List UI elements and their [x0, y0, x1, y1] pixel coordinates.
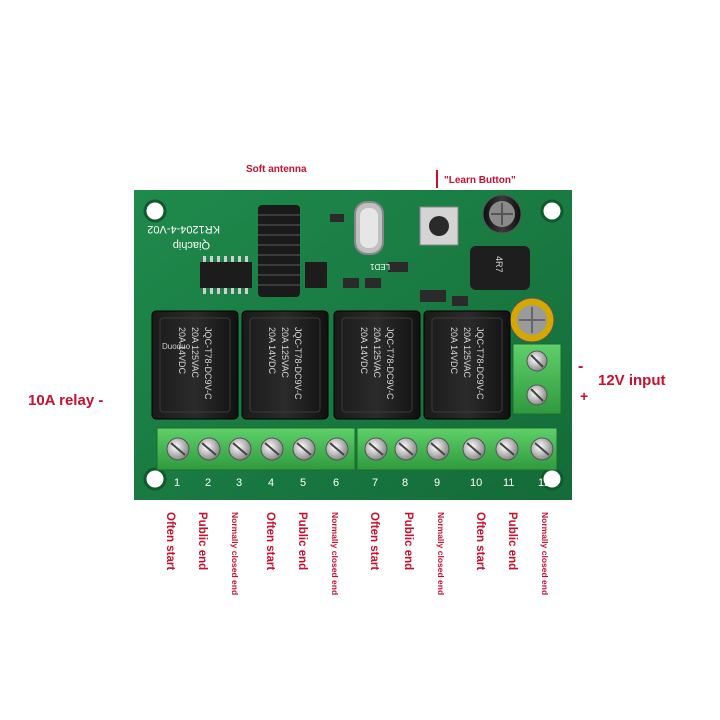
terminal-label-5: Public end: [296, 512, 308, 571]
capacitor-top: [482, 194, 522, 234]
relay-callout: 10A relay -: [28, 392, 104, 409]
learn-button-part: [419, 206, 459, 246]
terminal-screw-10: [462, 437, 486, 461]
terminal-screw-11: [495, 437, 519, 461]
terminal-number-8: 8: [402, 477, 408, 489]
relay-2-text: 20A 125VAC: [280, 327, 290, 378]
terminal-screw-6: [325, 437, 349, 461]
terminal-screw-12: [530, 437, 554, 461]
rf-chip: [305, 262, 327, 288]
terminal-label-8: Public end: [402, 512, 414, 571]
terminal-number-9: 9: [434, 477, 440, 489]
relay-1-text: 20A 125VAC: [190, 327, 200, 378]
led-label: LED1: [369, 262, 390, 271]
terminal-label-4: Often start: [264, 512, 276, 571]
relay-4-text: 20A 125VAC: [462, 327, 472, 378]
terminal-screw-5: [292, 437, 316, 461]
terminal-screw-9: [426, 437, 450, 461]
learn-button-callout: "Learn Button": [444, 175, 516, 186]
learn-button-marker: [436, 170, 438, 188]
terminal-number-11: 11: [503, 477, 514, 489]
relay-1-text: JQC-T78-DC9V-C: [203, 327, 213, 400]
terminal-label-1: Often start: [164, 512, 176, 571]
power-terminal-block: [512, 343, 562, 415]
ic-chip: [200, 256, 252, 294]
inductor: 4R7: [470, 246, 530, 290]
terminal-label-9: Normally closed end: [436, 512, 446, 596]
terminal-screw-7: [364, 437, 388, 461]
relay-1-text: 20A 14VDC: [177, 327, 187, 375]
power-plus-callout: +: [580, 388, 589, 404]
power-input-callout: 12V input: [598, 372, 666, 389]
board-maker-text: Qiachip: [173, 239, 210, 251]
terminal-label-12: Normally closed end: [540, 512, 550, 596]
relay-3-text: 20A 125VAC: [372, 327, 382, 378]
output-terminal-strip: [156, 427, 558, 471]
relay-2-text: JQC-T78-DC9V-C: [293, 327, 303, 400]
terminal-label-2: Public end: [196, 512, 208, 571]
terminal-screw-1: [166, 437, 190, 461]
terminal-label-10: Often start: [474, 512, 486, 571]
terminal-screw-3: [228, 437, 252, 461]
terminal-number-4: 4: [268, 477, 274, 489]
terminal-screw-4: [260, 437, 284, 461]
terminal-number-7: 7: [372, 477, 378, 489]
terminal-label-3: Normally closed end: [230, 512, 240, 596]
mounting-holes: [143, 199, 564, 491]
terminal-screw-8: [394, 437, 418, 461]
terminal-label-6: Normally closed end: [330, 512, 340, 596]
board-model-text: KR1204-4-V02: [147, 223, 220, 235]
relay-4-text: JQC-T78-DC9V-C: [475, 327, 485, 400]
svg-text:4R7: 4R7: [494, 256, 504, 273]
relay-2-text: 20A 14VDC: [267, 327, 277, 375]
antenna-coil: [258, 205, 300, 297]
relay-3-text: 20A 14VDC: [359, 327, 369, 375]
terminal-label-11: Public end: [506, 512, 518, 571]
watermark: Duoduo: [162, 342, 191, 351]
terminal-screw-2: [197, 437, 221, 461]
terminal-number-1: 1: [174, 477, 180, 489]
terminal-number-5: 5: [300, 477, 306, 489]
terminal-number-12: 12: [538, 477, 550, 489]
crystal: [354, 201, 384, 255]
terminal-number-2: 2: [205, 477, 211, 489]
terminal-number-10: 10: [470, 477, 482, 489]
terminal-number-3: 3: [236, 477, 242, 489]
power-minus-callout: -: [578, 358, 584, 375]
terminal-label-7: Often start: [368, 512, 380, 571]
capacitor-bottom: [509, 297, 555, 343]
antenna-callout: Soft antenna: [246, 164, 307, 175]
terminal-number-6: 6: [333, 477, 339, 489]
relay-3-text: JQC-T78-DC9V-C: [385, 327, 395, 400]
relay-4-text: 20A 14VDC: [449, 327, 459, 375]
